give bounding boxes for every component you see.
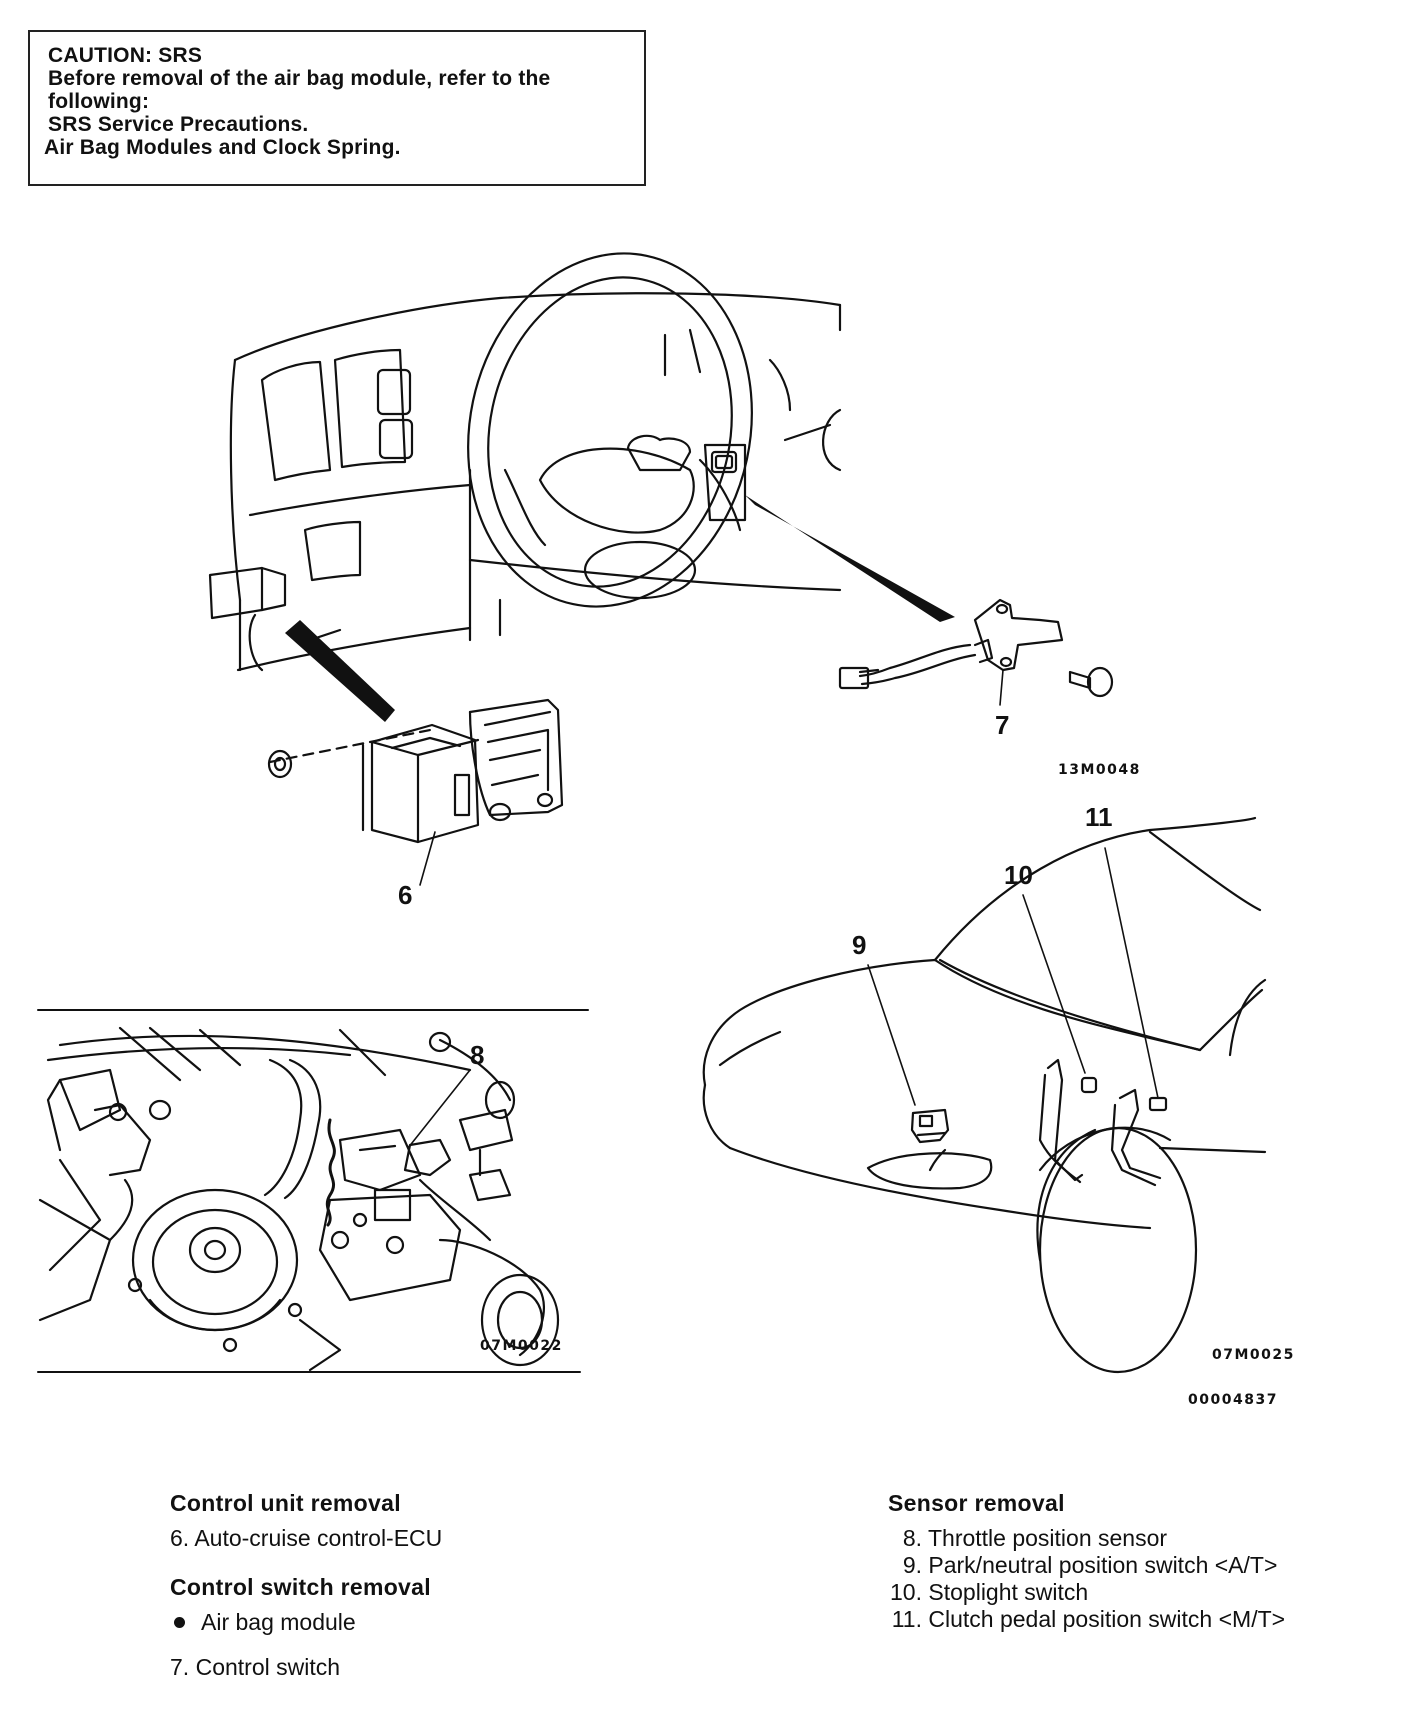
leader-line-10 — [1022, 894, 1086, 1074]
callout-8: 8 — [470, 1040, 485, 1070]
engine-bay-illustration — [37, 1009, 589, 1373]
legend-item-10: 10. Stoplight switch — [888, 1579, 1285, 1606]
leader-arrow-switch — [745, 495, 955, 622]
car-front-illustration — [702, 816, 1267, 1374]
sensor-heading: Sensor removal — [888, 1490, 1065, 1516]
caution-line-3: SRS Service Precautions. — [48, 113, 309, 136]
legend-item-8-num: 8. — [902, 1525, 922, 1551]
leader-line-9 — [867, 964, 916, 1106]
legend-item-9-text: Park/neutral position switch <A/T> — [928, 1552, 1278, 1578]
legend-item-7: 7. Control switch — [170, 1654, 442, 1681]
leader-line-8 — [407, 1069, 471, 1149]
legend-item-6-num: 6. — [170, 1525, 190, 1551]
callout-9: 9 — [852, 930, 867, 960]
legend-item-6-text: Auto-cruise control-ECU — [194, 1525, 443, 1551]
legend-item-8-text: Throttle position sensor — [927, 1525, 1168, 1551]
caution-line-1: Before removal of the air bag module, re… — [48, 67, 551, 90]
control-unit-heading: Control unit removal — [170, 1490, 401, 1516]
ecu-illustration — [267, 698, 564, 886]
legend-item-8: 8. Throttle position sensor — [888, 1525, 1285, 1552]
caution-title: CAUTION: SRS — [48, 44, 203, 67]
figure-code-page: 00004837 — [1188, 1392, 1278, 1408]
legend-item-10-text: Stoplight switch — [928, 1579, 1089, 1605]
bullet-icon — [174, 1616, 185, 1628]
dashboard-illustration — [208, 252, 842, 672]
caution-line-4: Air Bag Modules and Clock Spring. — [44, 136, 401, 159]
legend-left: Control unit removal 6. Auto-cruise cont… — [170, 1490, 442, 1681]
srs-caution-box: CAUTION: SRS Before removal of the air b… — [28, 30, 646, 186]
figure-code-engine: 07M0022 — [480, 1338, 563, 1354]
legend-item-9-num: 9. — [902, 1552, 922, 1578]
callout-10: 10 — [1004, 860, 1033, 890]
legend-item-7-text: Control switch — [195, 1654, 341, 1680]
callout-11: 11 — [1085, 802, 1113, 832]
leader-line-11 — [1104, 847, 1159, 1099]
control-switch-heading: Control switch removal — [170, 1574, 431, 1600]
legend-item-9: 9. Park/neutral position switch <A/T> — [888, 1552, 1285, 1579]
legend-item-11-text: Clutch pedal position switch <M/T> — [928, 1606, 1286, 1632]
legend-bullet-item: Air bag module — [170, 1609, 442, 1636]
legend-item-11-num: 11. — [891, 1606, 922, 1632]
legend-bullet-text: Air bag module — [201, 1609, 356, 1635]
legend-right: Sensor removal 8. Throttle position sens… — [888, 1490, 1285, 1633]
legend-item-7-num: 7. — [170, 1654, 190, 1680]
callout-6: 6 — [398, 880, 413, 910]
control-switch-illustration — [838, 598, 1114, 706]
legend-item-11: 11. Clutch pedal position switch <M/T> — [888, 1606, 1285, 1633]
callout-7: 7 — [995, 710, 1010, 740]
figure-code-car: 07M0025 — [1212, 1347, 1295, 1363]
figure-code-dash: 13M0048 — [1058, 762, 1141, 778]
caution-line-2: following: — [48, 90, 150, 113]
legend-item-10-num: 10. — [890, 1579, 922, 1605]
leader-arrow-ecu — [285, 620, 395, 722]
legend-item-6: 6. Auto-cruise control-ECU — [170, 1525, 442, 1552]
